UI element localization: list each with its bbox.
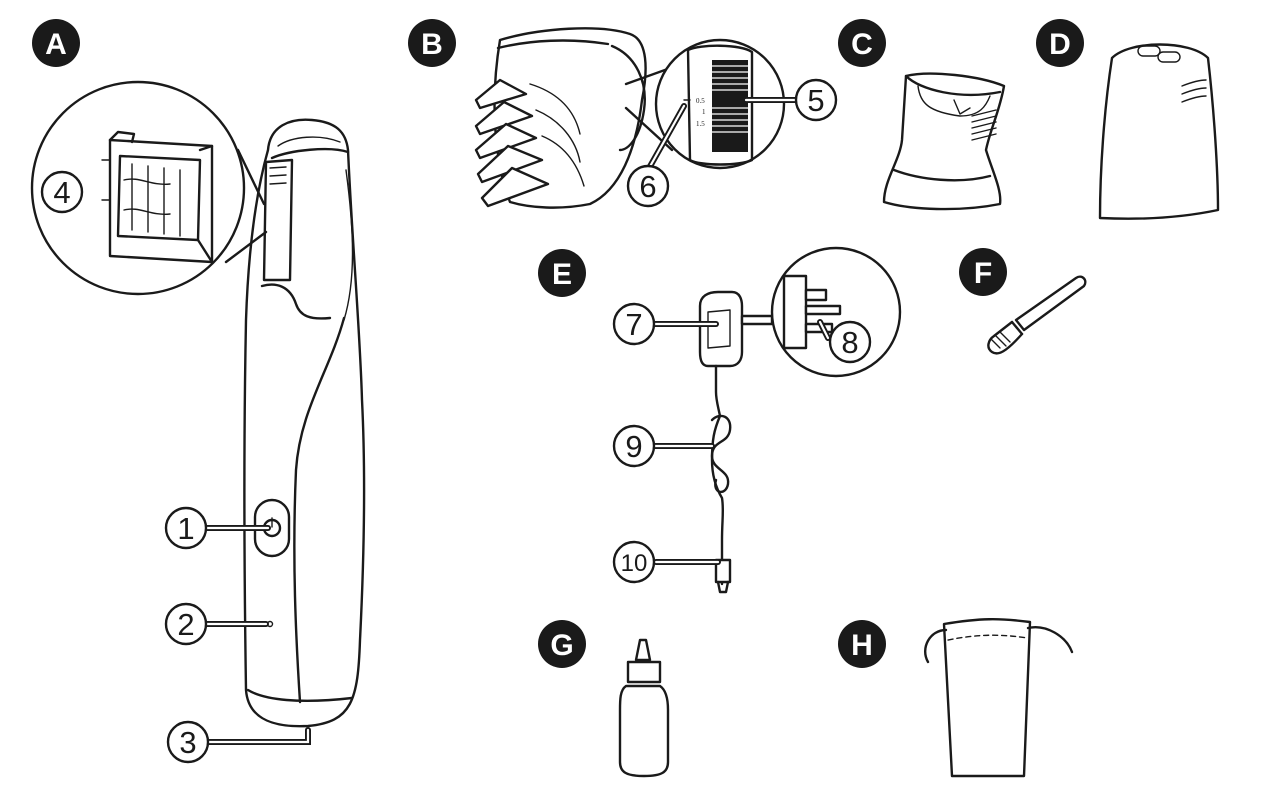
stand-rim bbox=[904, 74, 1002, 97]
scale-mark-1-5: 1.5 bbox=[696, 120, 705, 128]
svg-text:9: 9 bbox=[625, 429, 642, 464]
svg-text:G: G bbox=[550, 629, 573, 662]
svg-text:D: D bbox=[1049, 28, 1071, 61]
stand-inner-shadow bbox=[953, 99, 971, 115]
blade-detail bbox=[101, 130, 214, 264]
part-letter-d: D bbox=[1036, 19, 1084, 67]
adapter-prong bbox=[740, 314, 774, 326]
cap-outline bbox=[1098, 43, 1220, 220]
svg-text:6: 6 bbox=[639, 169, 656, 204]
part-letter-f: F bbox=[959, 248, 1007, 296]
callout-4-magnifier bbox=[30, 80, 268, 296]
cap-top-slots bbox=[1137, 45, 1181, 63]
svg-text:4: 4 bbox=[53, 175, 70, 210]
svg-text:C: C bbox=[851, 28, 873, 61]
plug-pin-middle bbox=[804, 304, 842, 316]
pouch-drawstring-left bbox=[923, 628, 948, 664]
svg-text:F: F bbox=[974, 257, 992, 290]
callout-8: 8 bbox=[828, 320, 872, 364]
magnifier-line-top bbox=[236, 148, 266, 206]
part-letter-g: G bbox=[538, 620, 586, 668]
part-c-stand bbox=[882, 72, 1006, 211]
trimmer-blade-window bbox=[262, 158, 294, 282]
callout-9: 9 bbox=[612, 424, 656, 468]
adapter-body bbox=[698, 290, 744, 368]
part-letter-a: A bbox=[32, 19, 80, 67]
svg-text:A: A bbox=[45, 28, 67, 61]
scale-indicator-lines bbox=[712, 65, 748, 133]
trimmer-blade-teeth bbox=[269, 166, 287, 185]
part-letter-c: C bbox=[838, 19, 886, 67]
trimmer-head-cap bbox=[270, 147, 350, 160]
cord-coil bbox=[710, 414, 732, 493]
callout-7: 7 bbox=[612, 302, 656, 346]
trimmer-bottom-band bbox=[246, 688, 354, 702]
svg-text:8: 8 bbox=[841, 325, 858, 360]
part-letter-b: B bbox=[408, 19, 456, 67]
cap-vent-slots bbox=[1181, 79, 1207, 103]
stand-vent-slots bbox=[971, 109, 997, 141]
svg-text:E: E bbox=[552, 258, 572, 291]
callout-4: 4 bbox=[40, 170, 84, 214]
stand-base-line bbox=[892, 168, 992, 182]
svg-text:7: 7 bbox=[625, 307, 642, 342]
pouch-body bbox=[942, 618, 1032, 778]
part-a-trimmer-body bbox=[243, 118, 366, 728]
svg-text:1: 1 bbox=[177, 511, 194, 546]
power-switch[interactable] bbox=[253, 498, 291, 558]
magnifier-line-bottom bbox=[224, 230, 268, 264]
callout-3: 3 bbox=[166, 720, 210, 764]
brush-bristle-lines bbox=[991, 331, 1011, 349]
brush-ferrule bbox=[1010, 320, 1024, 336]
scale-indicator-bars bbox=[712, 60, 748, 152]
stand-inner-cup bbox=[917, 85, 991, 117]
comb-rear-collar bbox=[610, 44, 646, 152]
pouch-drawstring-seam bbox=[947, 634, 1029, 641]
trimmer-shoulder-curve bbox=[343, 169, 354, 321]
scale-window-frame bbox=[686, 44, 754, 166]
callout-10: 10 bbox=[612, 540, 656, 584]
part-letter-e: E bbox=[538, 249, 586, 297]
svg-text:2: 2 bbox=[177, 607, 194, 642]
part-h-pouch bbox=[923, 618, 1074, 778]
appliance-plug bbox=[714, 558, 732, 584]
callout-leaders bbox=[203, 97, 831, 745]
callout-6: 6 bbox=[626, 164, 670, 208]
comb-top-edge bbox=[496, 39, 610, 50]
svg-text:H: H bbox=[851, 629, 873, 662]
bottle-nozzle bbox=[634, 638, 652, 662]
svg-text:5: 5 bbox=[807, 83, 824, 118]
scale-mark-1: 1 bbox=[702, 108, 706, 116]
comb-scale-magnifier: 0.5 1 1.5 bbox=[624, 38, 786, 170]
trimmer-shoulder-line bbox=[260, 283, 332, 320]
callout-1: 1 bbox=[164, 506, 208, 550]
trimmer-body-sweep bbox=[293, 316, 346, 704]
plug-tip bbox=[716, 580, 730, 594]
pouch-drawstring-right bbox=[1026, 626, 1074, 654]
callout-5: 5 bbox=[794, 78, 838, 122]
brush-handle bbox=[1014, 275, 1087, 332]
brush-bristles bbox=[987, 320, 1024, 355]
trimmer-head-highlight bbox=[277, 136, 341, 147]
part-d-protective-cap bbox=[1098, 43, 1220, 220]
part-letter-h: H bbox=[838, 620, 886, 668]
part-g-oil-bottle bbox=[618, 638, 670, 778]
callout-2: 2 bbox=[164, 602, 208, 646]
part-f-cleaning-brush bbox=[987, 275, 1087, 355]
svg-text:B: B bbox=[421, 28, 443, 61]
svg-text:3: 3 bbox=[179, 725, 196, 760]
bottle-body bbox=[618, 684, 670, 778]
part-b-comb-attachment bbox=[474, 27, 647, 209]
plug-pin-top bbox=[804, 288, 828, 302]
plug-face bbox=[782, 274, 808, 350]
comb-teeth bbox=[474, 78, 585, 208]
svg-text:10: 10 bbox=[621, 550, 648, 577]
scale-mark-0-5: 0.5 bbox=[696, 97, 705, 105]
adapter-cord bbox=[710, 364, 725, 586]
bottle-cap bbox=[626, 660, 662, 684]
part-e-ac-adapter bbox=[698, 290, 774, 594]
adapter-face bbox=[707, 309, 731, 349]
